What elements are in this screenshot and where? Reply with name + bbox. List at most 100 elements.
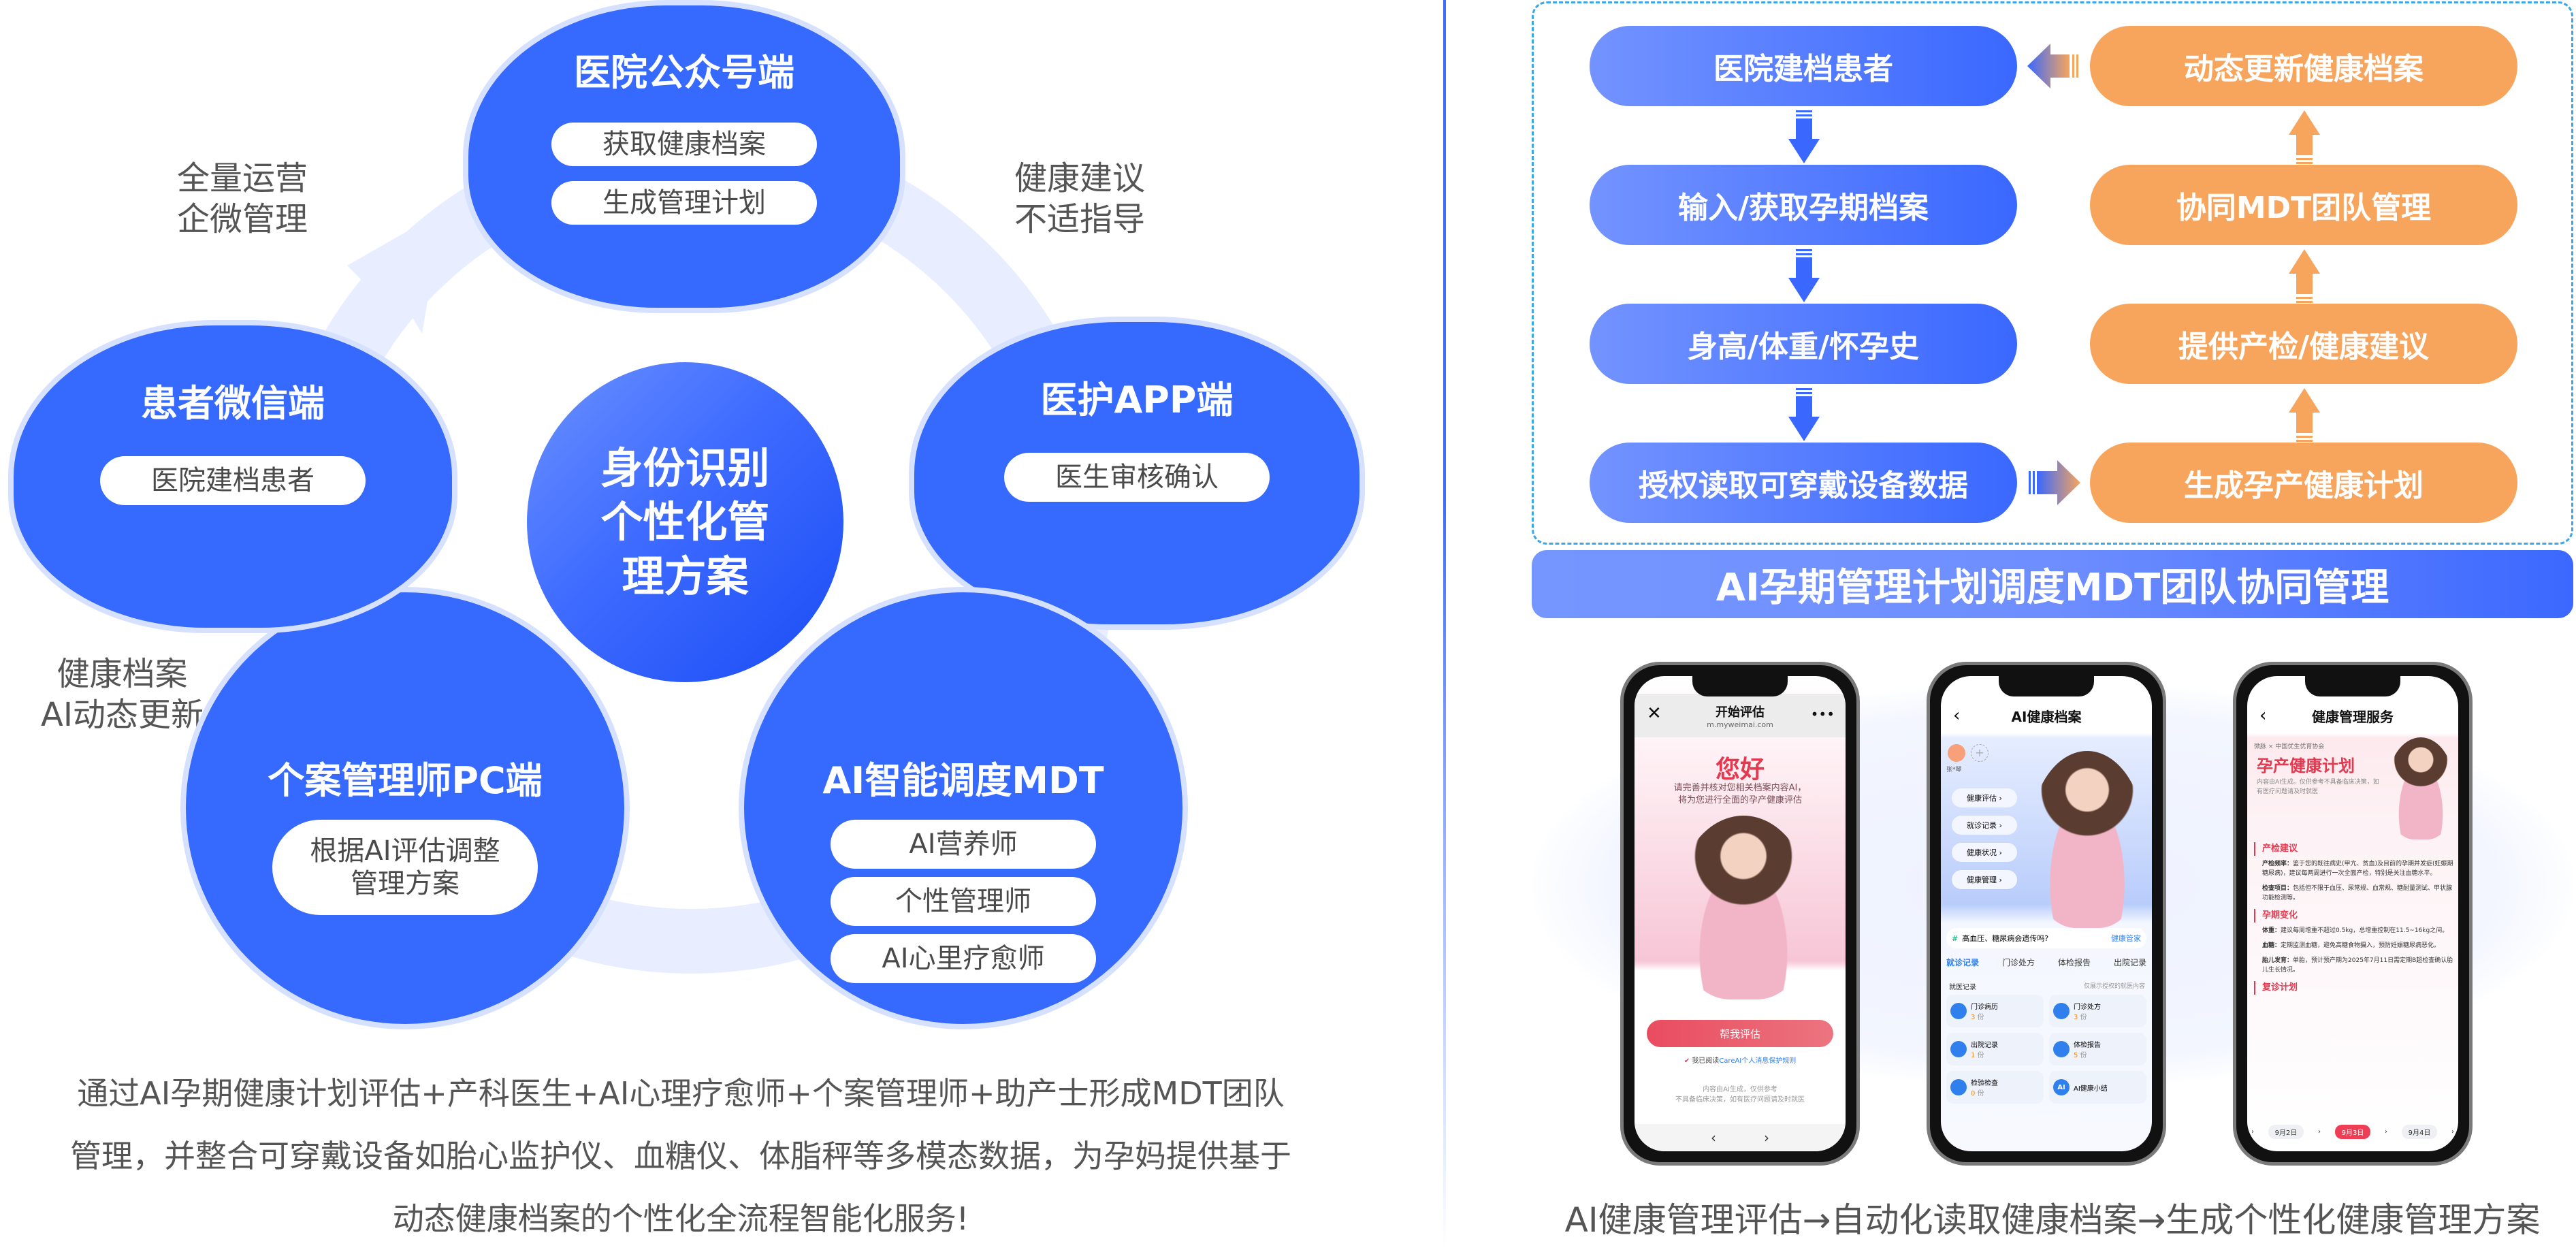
chat-suggestion[interactable]: # 高血压、糖尿病会遗传吗? 健康管家 [1946, 928, 2146, 948]
partners: 微脉 × 中国优生优育协会 [2254, 743, 2325, 750]
arrow-down-icon [1788, 110, 1820, 163]
menu-item[interactable]: 健康管理 › [1952, 870, 2017, 889]
tab-discharge[interactable]: 出院记录 [2113, 958, 2146, 967]
tab-prescriptions[interactable]: 门诊处方 [2001, 958, 2035, 967]
record-tabs: 就诊记录 门诊处方 体检报告 出院记录 [1946, 957, 2146, 968]
back-icon[interactable]: ‹ [1953, 705, 1961, 726]
flow-step-right-3: 提供产检/健康建议 [2090, 304, 2517, 384]
arrow-left-icon [2027, 44, 2078, 89]
node-title: 个案管理师PC端 [268, 759, 543, 802]
center-label: 身份识别 个性化管 理方案 [600, 443, 770, 601]
flow-banner: AI孕期管理计划调度MDT团队协同管理 [1532, 550, 2573, 618]
back-icon[interactable]: ‹ [1711, 1129, 1716, 1146]
consent-link[interactable]: CareAI个人消息保护规则 [1719, 1057, 1797, 1065]
chevron-right-icon[interactable]: › [2317, 1128, 2321, 1136]
label-operations: 全量运营 企微管理 [177, 159, 308, 238]
menu-item[interactable]: 健康状况 › [1952, 843, 2017, 862]
menu-item[interactable]: 就诊记录 › [1952, 816, 2017, 835]
summary-line: 通过AI孕期健康计划评估+产科医生+AI心理疗愈师+个案管理师+助产士形成MDT… [77, 1075, 1285, 1112]
ai-icon: AI [2053, 1079, 2070, 1095]
node-title: 医护APP端 [1040, 379, 1234, 421]
flow-step-left-4: 授权读取可穿戴设备数据 [1590, 443, 2017, 523]
label-advice: 健康建议 不适指导 [1014, 159, 1146, 238]
chevron-right-icon[interactable]: › [2251, 1128, 2254, 1136]
forward-icon[interactable]: › [1764, 1129, 1769, 1146]
record-icon [2053, 1003, 2070, 1019]
node-patient-wechat[interactable]: 患者微信端 医院建档患者 [8, 320, 457, 633]
chevron-right-icon[interactable]: › [2451, 1128, 2454, 1136]
date-chip-selected[interactable]: 9月3日 [2334, 1125, 2371, 1139]
section-divider [1443, 0, 1446, 1249]
phone-health-plan: ‹ 健康管理服务 微脉 × 中国优生优育协会 孕产健康计划 内容由AI生成。仅供… [2233, 662, 2473, 1166]
node-item: 医生审核确认 [1004, 453, 1270, 502]
flow-step-left-3: 身高/体重/怀孕史 [1590, 304, 2017, 384]
label-record-update: 健康档案 AI动态更新 [41, 655, 204, 734]
flow-step-right-2: 协同MDT团队管理 [2090, 165, 2517, 245]
node-item: 生成管理计划 [551, 181, 817, 225]
record-icon [2053, 1041, 2070, 1057]
avatar-illustration [2387, 737, 2455, 839]
node-item: 获取健康档案 [551, 123, 817, 166]
avatar-illustration [2029, 751, 2145, 928]
user-avatar[interactable] [1948, 744, 1965, 762]
node-title: AI智能调度MDT [822, 759, 1104, 802]
add-member-icon[interactable]: + [1971, 744, 1989, 762]
back-icon[interactable]: ‹ [2259, 705, 2267, 726]
consent-row[interactable]: ✔ 我已阅读CareAI个人消息保护规则 [1635, 1055, 1846, 1065]
flow-step-right-1: 动态更新健康档案 [2090, 26, 2517, 106]
nav-title: AI健康档案 [2011, 708, 2082, 725]
menu-item[interactable]: 健康评估 › [1952, 788, 2017, 807]
arrow-down-icon [1788, 249, 1820, 302]
node-ai-mdt[interactable]: AI智能调度MDT AI营养师 个性管理师 AI心里疗愈师 [739, 587, 1188, 1029]
date-chip[interactable]: 9月4日 [2401, 1125, 2438, 1139]
record-icon [1950, 1079, 1967, 1095]
phone-assessment: ✕ 开始评估 m.myweimai.com ••• 您好 请完善并核对您相关档案… [1620, 662, 1860, 1166]
plan-title: 孕产健康计划 [2257, 756, 2355, 775]
arrow-up-icon [2289, 388, 2320, 442]
chevron-right-icon[interactable]: › [2384, 1128, 2387, 1136]
summary-text: 通过AI孕期健康计划评估+产科医生+AI心理疗愈师+个案管理师+助产士形成MDT… [0, 1062, 1362, 1250]
phone-navbar: ‹ 健康管理服务 [2247, 696, 2458, 735]
flow-step-left-1: 医院建档患者 [1590, 26, 2017, 106]
nav-title: 开始评估 [1716, 705, 1765, 720]
date-chip[interactable]: 9月2日 [2268, 1125, 2304, 1139]
summary-line: 动态健康档案的个性化全流程智能化服务! [392, 1200, 969, 1237]
section-note: 仅展示授权的就医内容 [2083, 983, 2145, 990]
node-medical-app[interactable]: 医护APP端 医生审核确认 [909, 317, 1365, 630]
assess-button[interactable]: 帮我评估 [1647, 1020, 1833, 1047]
more-icon[interactable]: ••• [1810, 706, 1835, 722]
flow-container [1532, 1, 2573, 545]
node-item: 根据AI评估调整 管理方案 [272, 820, 538, 915]
checkbox-checked-icon[interactable]: ✔ [1684, 1057, 1690, 1065]
phones-caption: AI健康管理评估→自动化读取健康档案→生成个性化健康管理方案 [1564, 1200, 2541, 1240]
phone-navbar: ‹ AI健康档案 [1941, 696, 2152, 735]
summary-line: 管理，并整合可穿戴设备如胎心监护仪、血糖仪、体脂秤等多模态数据，为孕妈提供基于 [70, 1138, 1291, 1174]
node-item: AI营养师 [831, 820, 1096, 869]
phone-navbar: ✕ 开始评估 m.myweimai.com ••• [1635, 694, 1846, 737]
plan-body: 产检建议 产检频率：鉴于您的既往病史(甲亢、贫血)及目前的孕期并发症(妊娠期糖尿… [2254, 839, 2454, 999]
node-title: 患者微信端 [141, 382, 325, 425]
tab-checkup[interactable]: 体检报告 [2057, 958, 2091, 967]
hashtag-icon: # [1952, 933, 1959, 943]
nav-title: 健康管理服务 [2312, 708, 2394, 725]
phone-notch [2305, 676, 2400, 696]
close-icon[interactable]: ✕ [1647, 703, 1662, 724]
section-title: 就医记录 [1949, 984, 1976, 991]
phone-health-record: ‹ AI健康档案 + 张*琴 健康评估 › 就诊记录 › 健康状况 › 健康管理… [1927, 662, 2166, 1166]
center-identity-plan: 身份识别 个性化管 理方案 [527, 362, 843, 682]
avatar-illustration [1675, 816, 1812, 999]
tab-visit-records[interactable]: 就诊记录 [1946, 958, 1980, 967]
arrow-down-icon [1788, 388, 1820, 441]
record-menu: 健康评估 › 就诊记录 › 健康状况 › 健康管理 › [1952, 788, 2017, 889]
nav-url: m.myweimai.com [1707, 720, 1773, 729]
date-selector: › 9月2日 › 9月3日 › 9月4日 › [2251, 1125, 2454, 1139]
node-case-manager-pc[interactable]: 个案管理师PC端 根据AI评估调整 管理方案 [180, 587, 630, 1029]
node-hospital-official-account[interactable]: 医院公众号端 获取健康档案 生成管理计划 [463, 0, 905, 313]
